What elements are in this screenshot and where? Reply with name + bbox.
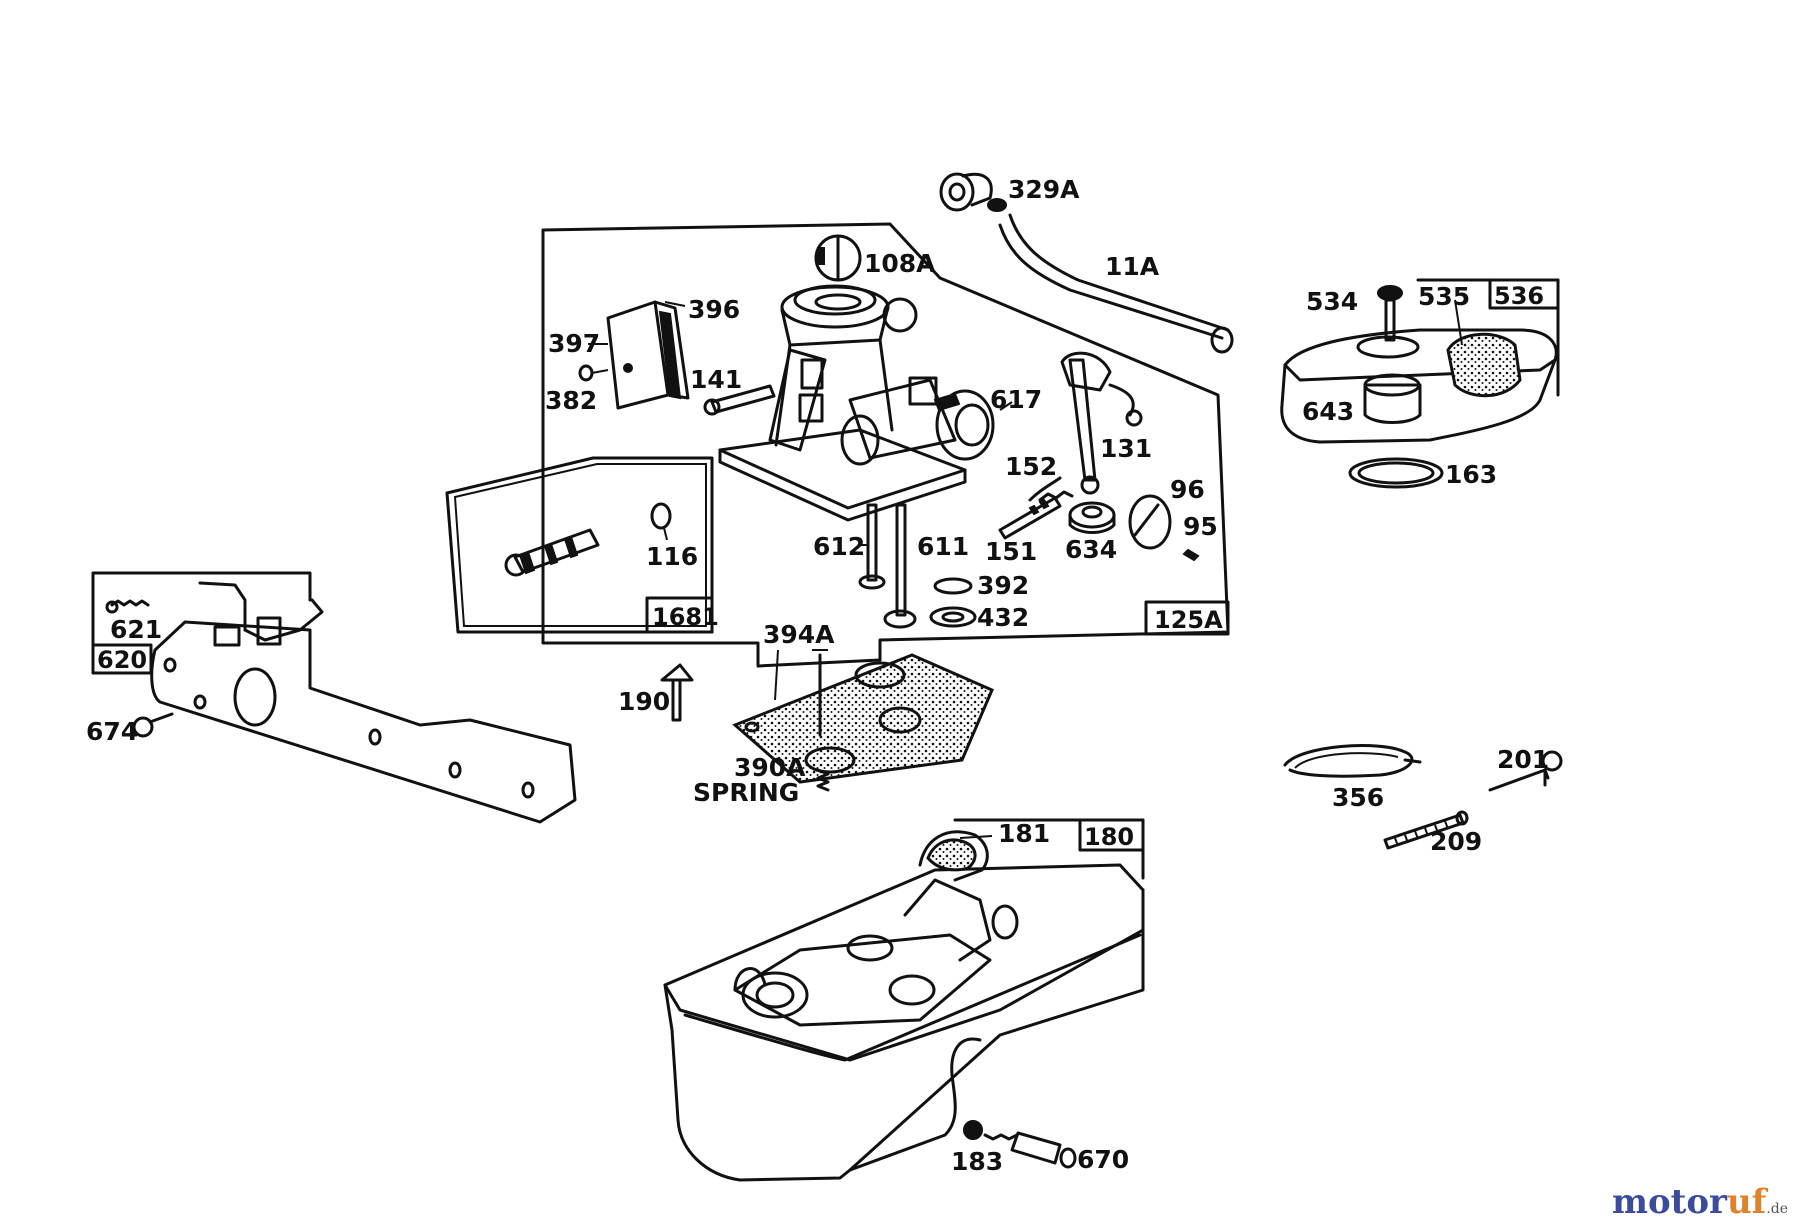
label-1681: 1681 <box>652 603 719 631</box>
label-392: 392 <box>977 571 1029 600</box>
label-spring: SPRING <box>693 778 799 807</box>
fuel-tank-part <box>663 863 1145 1182</box>
label-382: 382 <box>545 386 597 415</box>
label-612: 612 <box>813 532 865 561</box>
screw-611-part <box>883 503 917 629</box>
label-621: 621 <box>110 615 162 644</box>
label-95: 95 <box>1183 512 1218 541</box>
label-620: 620 <box>97 646 147 674</box>
cap-96-part <box>1128 494 1172 550</box>
label-611: 611 <box>917 532 969 561</box>
inner-group-outline <box>445 456 714 634</box>
spring-621-part <box>105 599 150 614</box>
label-396: 396 <box>688 295 740 324</box>
label-181: 181 <box>998 819 1050 848</box>
label-108A: 108A <box>864 249 936 278</box>
label-643: 643 <box>1302 397 1354 426</box>
screw-534-part <box>1377 285 1403 342</box>
o-ring-392-part <box>933 577 973 595</box>
label-329A: 329A <box>1008 175 1080 204</box>
control-bracket-part <box>150 581 577 824</box>
label-674: 674 <box>86 717 138 746</box>
spring-356-part <box>1283 744 1422 778</box>
carburetor-group-box-125A <box>1144 600 1230 636</box>
label-432: 432 <box>977 603 1029 632</box>
washer-634-part <box>1068 501 1116 534</box>
link-201-part <box>1488 750 1563 792</box>
fuel-filler-181-part <box>918 830 989 882</box>
drain-fitting-183-part <box>963 1120 1062 1165</box>
label-535: 535 <box>1418 282 1470 311</box>
clip-670-part <box>1059 1147 1077 1169</box>
air-cleaner-cover-part <box>1280 328 1558 444</box>
label-183: 183 <box>951 1147 1003 1176</box>
gasket-163-part <box>1348 457 1444 489</box>
idle-screw-151-part <box>998 476 1074 540</box>
label-131: 131 <box>1100 434 1152 463</box>
main-jet-part <box>504 528 600 577</box>
inner-group-box-1681 <box>645 596 714 634</box>
rod-209-part <box>1383 810 1469 850</box>
label-390A: 390A <box>734 753 806 782</box>
choke-assembly-part <box>578 300 690 410</box>
screw-612-part <box>858 503 886 590</box>
label-11A: 11A <box>1105 252 1160 281</box>
label-670: 670 <box>1077 1145 1129 1174</box>
label-152: 152 <box>1005 452 1057 481</box>
label-163: 163 <box>1445 460 1497 489</box>
carburetor-body-part <box>718 284 1013 522</box>
label-141: 141 <box>690 365 742 394</box>
o-ring-116-part <box>650 502 672 541</box>
pin-141-part <box>703 384 776 416</box>
label-536: 536 <box>1494 282 1544 310</box>
screw-674-part <box>132 712 174 738</box>
label-116: 116 <box>646 542 698 571</box>
motoruf-watermark-logo: motoruf.de <box>1611 1182 1788 1222</box>
label-96: 96 <box>1170 475 1205 504</box>
label-394A: 394A <box>763 620 835 649</box>
bracket-group-outline <box>91 571 312 674</box>
label-534: 534 <box>1306 287 1358 316</box>
fuel-line-11A-part <box>998 213 1230 340</box>
label-617: 617 <box>990 385 1042 414</box>
label-634: 634 <box>1065 535 1117 564</box>
label-180: 180 <box>1084 823 1134 851</box>
label-190: 190 <box>618 687 670 716</box>
label-356: 356 <box>1332 783 1384 812</box>
label-125A: 125A <box>1154 606 1223 634</box>
screw-190-part <box>660 663 694 722</box>
carburetor-group-outline <box>541 222 1230 668</box>
throttle-shaft-131-part <box>1060 351 1143 495</box>
seal-432-part <box>929 606 977 628</box>
needle-valve-108A-part <box>814 234 862 282</box>
label-201: 201 <box>1497 745 1549 774</box>
label-209: 209 <box>1430 827 1482 856</box>
label-151: 151 <box>985 537 1037 566</box>
fuel-fitting-329A-part <box>939 172 1007 212</box>
gasket-390A-part <box>732 649 994 784</box>
